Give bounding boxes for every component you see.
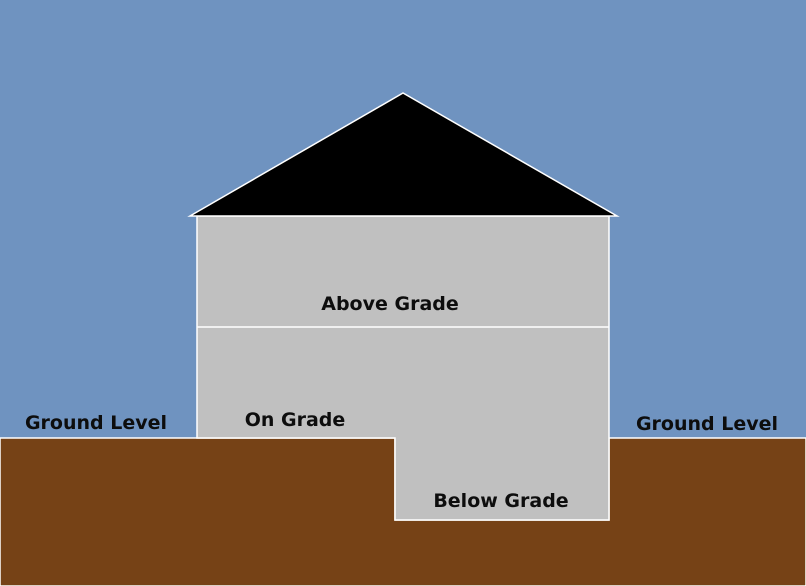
below-grade-label: Below Grade [433, 490, 568, 512]
ground-level-left-label: Ground Level [25, 412, 167, 434]
ground-level-right-label: Ground Level [636, 413, 778, 435]
on-grade-label: On Grade [245, 409, 346, 431]
above-grade-label: Above Grade [321, 293, 459, 315]
roof [187, 92, 620, 217]
